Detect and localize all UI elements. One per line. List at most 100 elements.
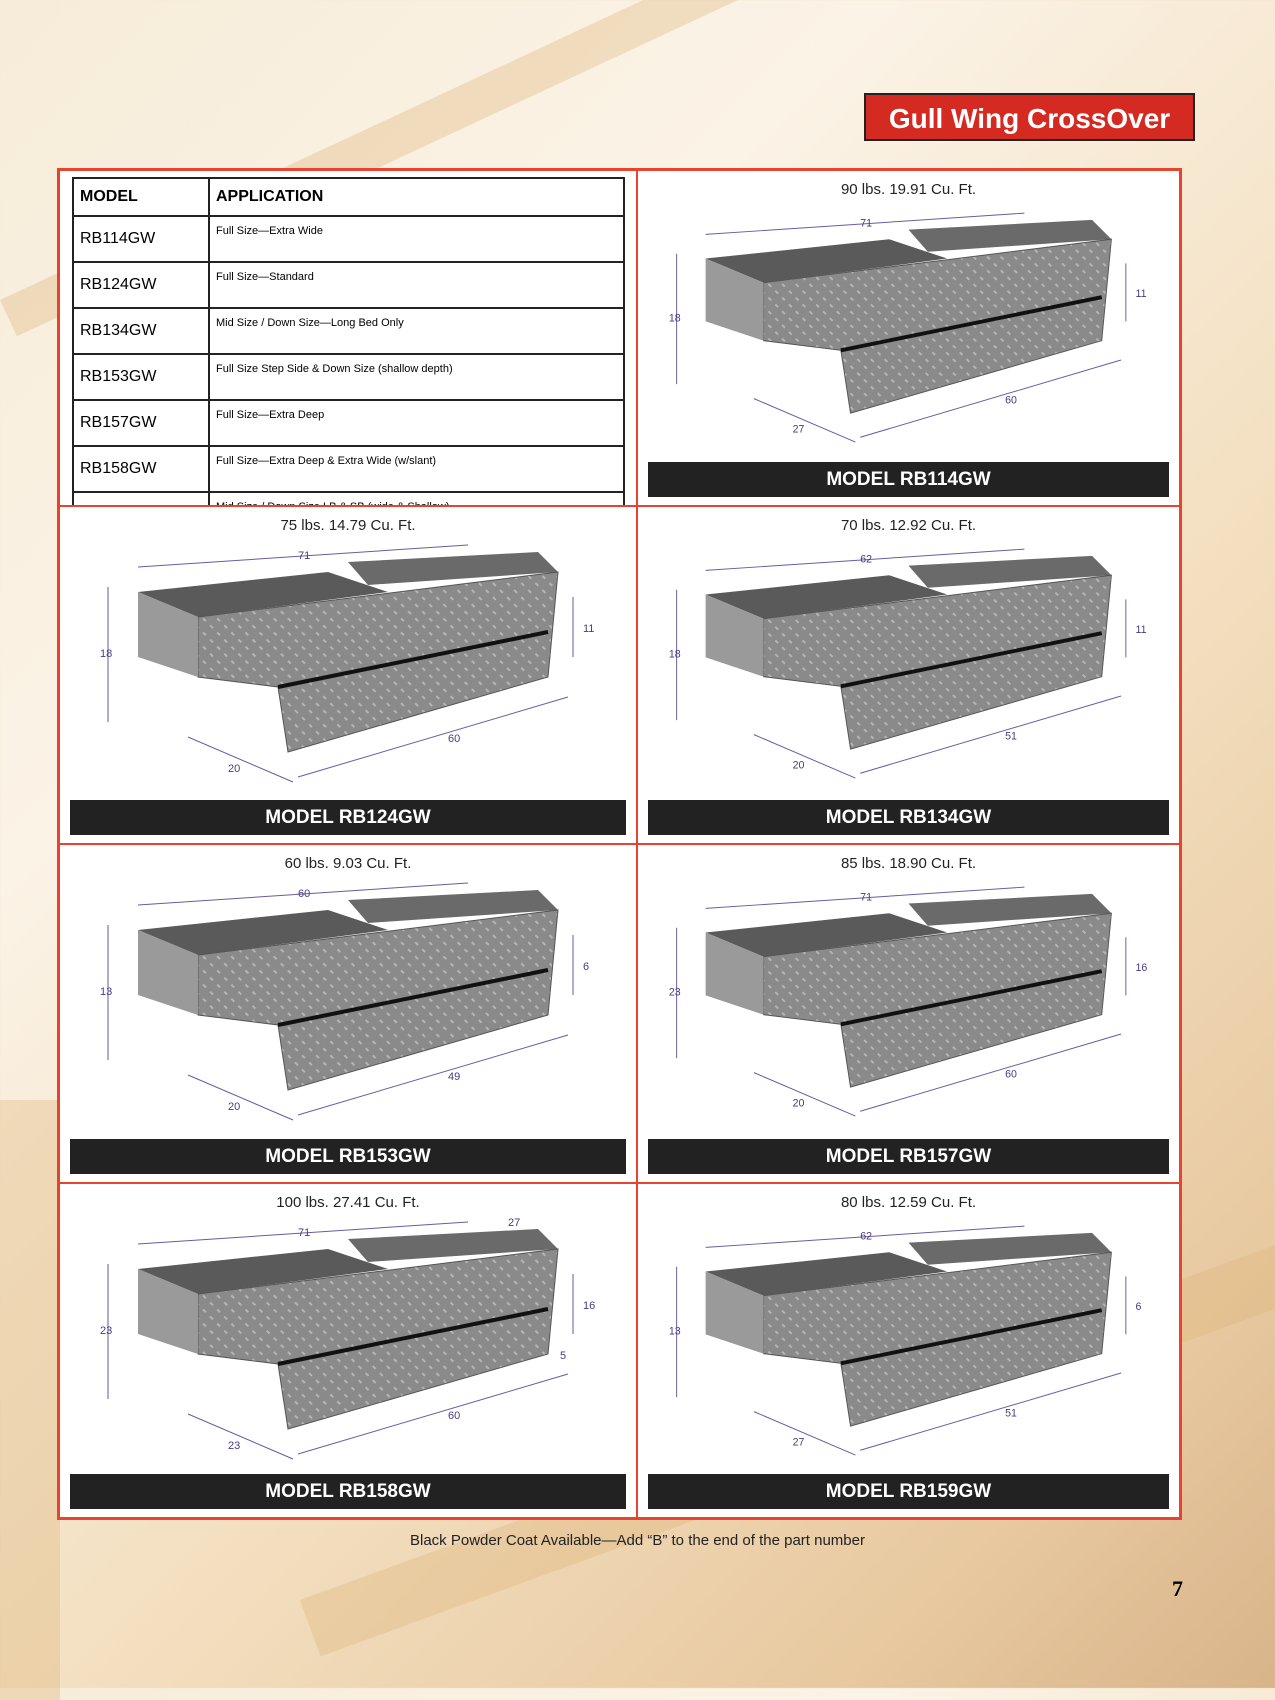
trim-line — [840, 969, 1103, 1027]
lid-top — [138, 572, 388, 617]
model-label-bar: MODEL RB159GW — [648, 1474, 1169, 1509]
box-front — [763, 1251, 1112, 1427]
model-label-bar: MODEL RB157GW — [648, 1139, 1169, 1174]
box-front — [763, 238, 1112, 414]
lid-right — [908, 1232, 1112, 1265]
dimension-depth-right: 16 — [583, 1300, 595, 1312]
column-header-model: MODEL — [72, 177, 210, 217]
application-cell: Full Size—Extra Deep — [208, 399, 625, 447]
weight-capacity-spec: 75 lbs. 14.79 Cu. Ft. — [280, 517, 416, 534]
trim-line — [840, 1308, 1103, 1366]
lid-top — [705, 575, 948, 619]
page-number: 7 — [1172, 1576, 1183, 1601]
table-header-row: MODEL APPLICATION — [72, 177, 625, 217]
dimension-slant: 5 — [560, 1350, 566, 1362]
model-cell: RB134GW — [72, 307, 210, 355]
dimension-side: 27 — [793, 423, 805, 435]
model-cell: RB157GW — [72, 399, 210, 447]
dimension-length-extra: 27 — [508, 1217, 520, 1229]
dimension-height: 18 — [669, 312, 681, 324]
dimension-length: 60 — [298, 888, 310, 900]
model-label-bar: MODEL RB134GW — [648, 800, 1169, 835]
lid-right — [908, 555, 1112, 588]
model-cell: RB124GW — [72, 261, 210, 309]
weight-capacity-spec: 85 lbs. 18.90 Cu. Ft. — [840, 855, 977, 872]
lid-top — [138, 910, 388, 955]
box-side — [705, 594, 764, 677]
lid-top — [705, 239, 948, 283]
model-label-bar: MODEL RB124GW — [70, 800, 626, 835]
model-label-bar: MODEL RB158GW — [70, 1474, 626, 1509]
weight-capacity-spec: 90 lbs. 19.91 Cu. Ft. — [840, 181, 977, 198]
dimension-length: 62 — [860, 1231, 872, 1243]
dimension-depth-right: 11 — [583, 623, 594, 635]
box-side — [138, 592, 198, 677]
dimension-length: 71 — [860, 892, 872, 904]
dimension-bottom: 49 — [448, 1071, 460, 1083]
model-cell: RB158GW — [72, 445, 210, 493]
application-cell: Full Size—Standard — [208, 261, 625, 309]
trim-line — [277, 1307, 549, 1366]
lid-right — [908, 893, 1112, 926]
trim-line — [277, 968, 549, 1027]
model-cell: RB153GW — [72, 353, 210, 401]
lid-right — [348, 1229, 558, 1262]
dimension-length: 71 — [298, 550, 310, 562]
lid-right — [348, 890, 558, 923]
dimension-length: 71 — [860, 218, 872, 230]
lid-top — [705, 1252, 948, 1296]
box-front — [763, 912, 1112, 1088]
trim-line — [840, 631, 1103, 689]
dimension-depth-right: 11 — [1136, 624, 1147, 636]
dimension-bottom: 60 — [448, 1410, 460, 1422]
dimension-bottom: 60 — [448, 733, 460, 745]
application-cell: Full Size—Extra Wide — [208, 215, 625, 263]
application-cell: Full Size—Extra Deep & Extra Wide (w/sla… — [208, 445, 625, 493]
dimension-bottom: 60 — [1005, 394, 1017, 406]
footer-note: Black Powder Coat Available—Add “B” to t… — [410, 1532, 865, 1549]
dimension-height: 18 — [100, 648, 112, 660]
dimension-side: 27 — [793, 1436, 805, 1448]
model-cell: RB114GW — [72, 215, 210, 263]
dimension-height: 23 — [100, 1325, 112, 1337]
box-side — [705, 1271, 764, 1354]
dimension-height: 13 — [669, 1325, 681, 1337]
lid-right — [908, 219, 1112, 252]
dimension-length: 62 — [860, 554, 872, 566]
table-row: RB159GWMid Size / Down Size LB & SB (wid… — [72, 491, 625, 505]
weight-capacity-spec: 80 lbs. 12.59 Cu. Ft. — [840, 1194, 977, 1211]
dimension-bottom: 51 — [1005, 1407, 1017, 1419]
box-side — [138, 930, 198, 1015]
lid-top — [705, 913, 948, 957]
application-cell: Mid Size / Down Size LB & SB (wide & Sha… — [208, 491, 625, 505]
dimension-depth-right: 6 — [583, 961, 589, 973]
dimension-height: 13 — [100, 986, 112, 998]
dimension-bottom: 60 — [1005, 1068, 1017, 1080]
weight-capacity-spec: 100 lbs. 27.41 Cu. Ft. — [276, 1194, 420, 1211]
dimension-height: 23 — [669, 986, 681, 998]
trim-line — [277, 630, 549, 689]
trim-line — [840, 295, 1103, 353]
box-side — [705, 932, 764, 1015]
column-header-application: APPLICATION — [208, 177, 625, 217]
dimension-bottom: 51 — [1005, 730, 1017, 742]
section-title: Gull Wing CrossOver — [864, 93, 1195, 141]
